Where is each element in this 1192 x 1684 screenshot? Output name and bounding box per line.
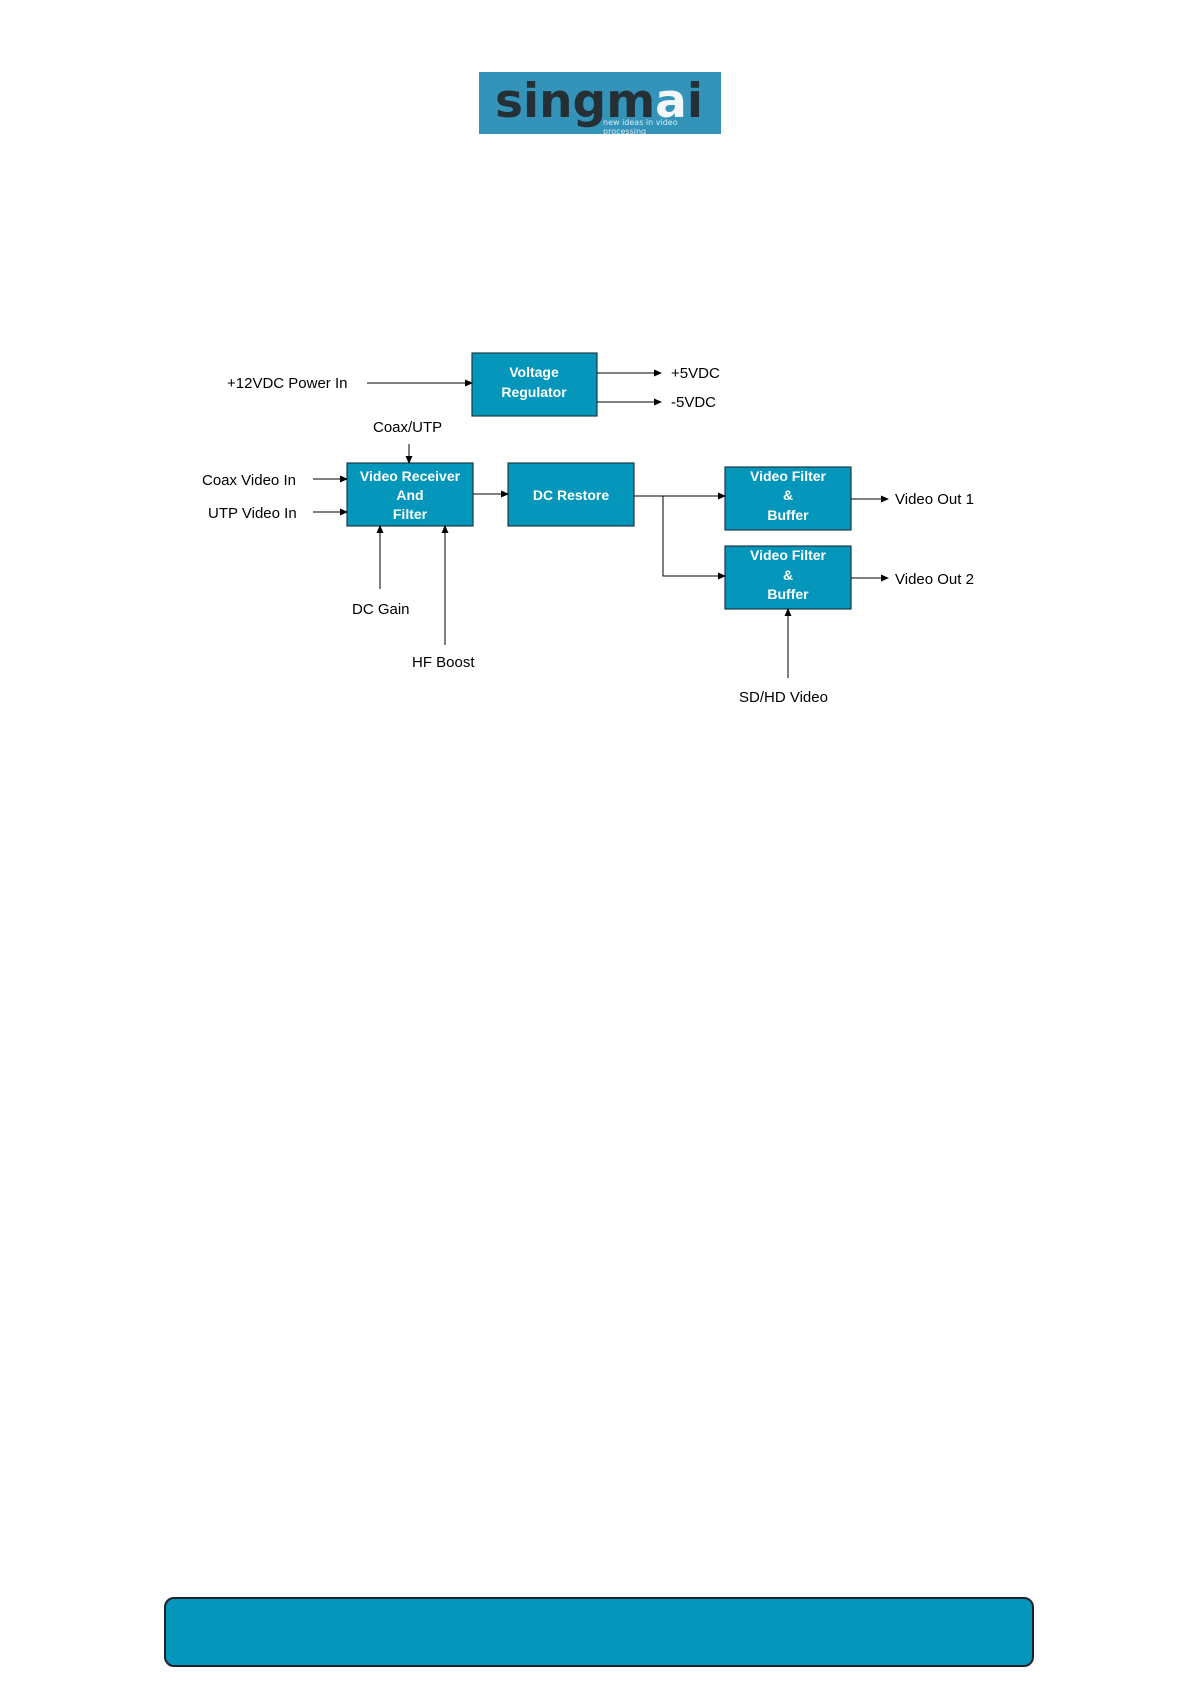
voltage-regulator-block: Voltage Regulator [472,353,597,416]
block-label: & [783,487,793,503]
video-filter-buffer-2-block: Video Filter & Buffer [725,546,851,609]
block-label: Voltage [509,364,559,380]
dc-gain-label: DC Gain [352,601,410,618]
video-receiver-block: Video Receiver And Filter [347,463,473,526]
block-label: Buffer [767,507,809,523]
video-out-2-label: Video Out 2 [895,571,974,588]
dc-restore-block: DC Restore [508,463,634,526]
utp-video-in-label: UTP Video In [208,505,297,522]
block-label: DC Restore [533,487,609,503]
video-filter-buffer-1-block: Video Filter & Buffer [725,467,851,530]
video-out-1-label: Video Out 1 [895,491,974,508]
block-label: Video Filter [750,468,827,484]
block-label: Video Receiver [360,468,461,484]
block-label: Video Filter [750,547,827,563]
dc-to-filter2-arrow [663,496,725,576]
plus5-label: +5VDC [671,365,720,382]
footer-bar [164,1597,1034,1667]
block-label: Filter [393,506,428,522]
block-label: Buffer [767,586,809,602]
hf-boost-label: HF Boost [412,654,475,671]
coax-utp-label: Coax/UTP [373,419,442,436]
coax-video-in-label: Coax Video In [202,472,296,489]
block-label: And [396,487,423,503]
minus5-label: -5VDC [671,394,716,411]
block-label: & [783,567,793,583]
sd-hd-video-label: SD/HD Video [739,689,828,706]
block-label: Regulator [501,384,567,400]
power-in-label: +12VDC Power In [227,375,347,392]
